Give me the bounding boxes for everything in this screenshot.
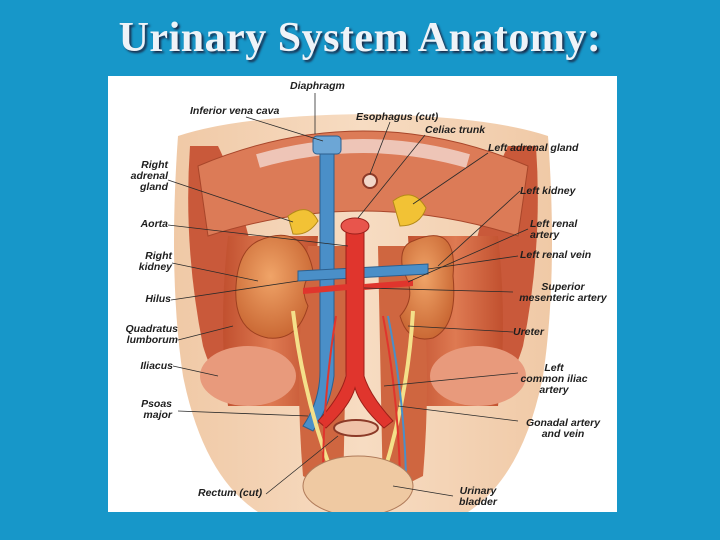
label-left-renal-vein: Left renal vein — [520, 249, 592, 261]
label-left-common-iliac-artery: Left common iliac artery — [520, 362, 588, 396]
label-inferior-vena-cava: Inferior vena cava — [190, 105, 280, 117]
aorta-shape — [317, 225, 394, 429]
label-right-kidney: Right kidney — [138, 250, 172, 273]
esophagus-shape — [362, 173, 378, 189]
iliacus-left — [200, 346, 296, 406]
label-hilus: Hilus — [145, 293, 171, 305]
ureter-left-shape — [291, 310, 335, 477]
label-left-renal-artery: Left renal artery — [530, 218, 578, 241]
label-psoas-major: Psoas major — [141, 398, 172, 421]
label-esophagus: Esophagus (cut) — [356, 111, 439, 123]
leader-lines — [167, 93, 529, 497]
label-celiac-trunk: Celiac trunk — [425, 124, 486, 136]
label-urinary-bladder: Urinary bladder — [459, 485, 497, 508]
anatomy-illustration — [167, 93, 552, 512]
label-right-adrenal-gland: Right adrenal gland — [130, 159, 168, 193]
rectum-shape — [333, 419, 379, 437]
inferior-vena-cava-shape — [302, 135, 335, 432]
label-left-adrenal-gland: Left adrenal gland — [488, 142, 579, 154]
label-left-kidney: Left kidney — [520, 185, 576, 197]
right-adrenal-shape — [287, 209, 319, 235]
urinary-bladder-shape — [302, 455, 414, 512]
label-superior-mesenteric-artery: Superior mesenteric artery — [519, 281, 607, 304]
label-aorta: Aorta — [140, 218, 168, 230]
ureter-right-shape — [381, 310, 415, 477]
label-gonadal-artery-vein: Gonadal artery and vein — [525, 417, 601, 440]
label-iliacus: Iliacus — [140, 360, 173, 372]
label-diaphragm: Diaphragm — [290, 80, 345, 92]
left-adrenal-shape — [392, 194, 427, 227]
slide-title: Urinary System Anatomy: — [118, 15, 602, 61]
label-ureter: Ureter — [513, 326, 544, 338]
anatomy-illustration-panel: Diaphragm Inferior vena cava Esophagus (… — [108, 76, 617, 512]
label-rectum: Rectum (cut) — [198, 487, 263, 499]
label-quadratus-lumborum: Quadratus lumborum — [125, 323, 178, 346]
